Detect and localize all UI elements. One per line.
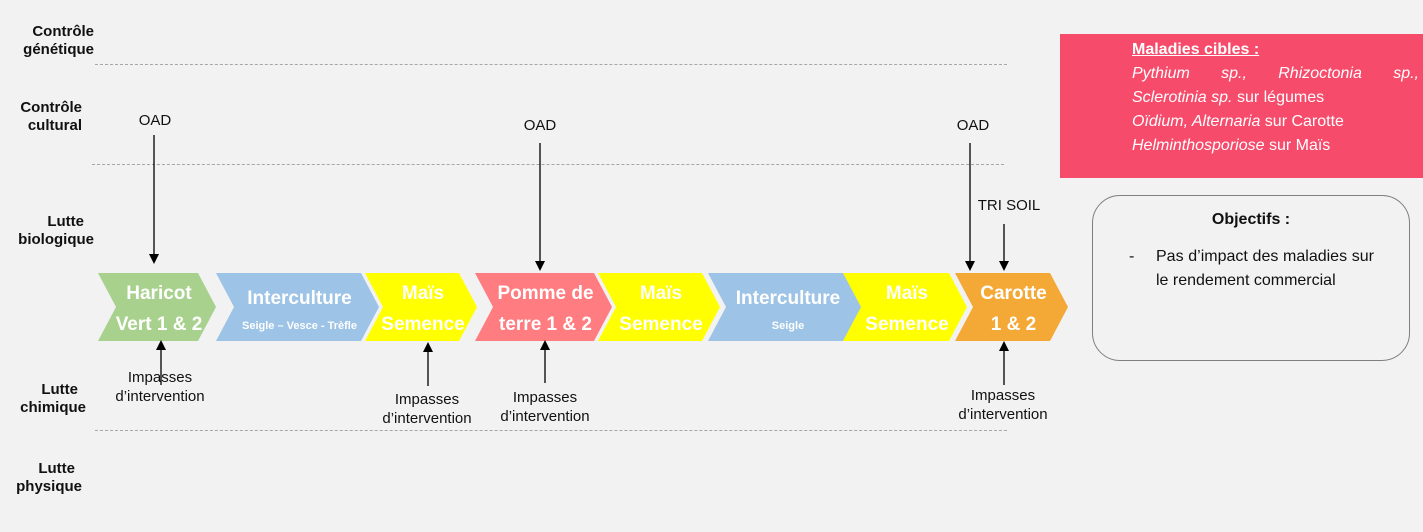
chevron-interculture-2 — [708, 273, 864, 341]
impasse-label-4: Impasses d’intervention — [943, 386, 1063, 424]
chevron-title-line2: terre 1 & 2 — [499, 314, 592, 335]
tri-soil-label: TRI SOIL — [977, 197, 1041, 214]
row-label-cultural-control: Contrôle cultural — [0, 99, 82, 135]
objectives-item: Pas d’impact des maladies sur le rendeme… — [1156, 248, 1374, 289]
impasse-line2: d’intervention — [115, 388, 205, 405]
disease-pythium: Pythium — [1132, 65, 1190, 82]
divider-chemical-physical — [95, 430, 1007, 431]
row-label-chemical-control: Lutte chimique — [0, 381, 86, 417]
impasse-line2: d’intervention — [958, 406, 1048, 423]
oad-label-3: OAD — [956, 117, 990, 134]
impasse-line1: Impasses — [394, 391, 460, 408]
chevron-title-line2: Vert 1 & 2 — [116, 314, 203, 335]
target-diseases-line-4: Helminthosporiose sur Maïs — [1132, 134, 1419, 158]
chevron-pomme-de-terre — [475, 273, 612, 341]
impasse-line1: Impasses — [512, 389, 578, 406]
chevron-subtitle: Seigle – Vesce - Trèfle — [242, 320, 357, 332]
impasse-line2: d’intervention — [500, 408, 590, 425]
row-label-line1: Lutte — [38, 460, 75, 477]
row-label-line1: Lutte — [47, 213, 84, 230]
chevron-title: Interculture — [736, 288, 841, 309]
disease-sp-1: sp., — [1221, 65, 1247, 82]
row-label-physical-control: Lutte physique — [0, 460, 82, 496]
row-label-line2: physique — [16, 478, 82, 495]
chevron-title: Haricot — [126, 283, 192, 304]
chevron-subtitle: Seigle — [772, 320, 804, 332]
row-label-line2: génétique — [23, 41, 94, 58]
disease-helminthosporiose-crop: sur Maïs — [1264, 137, 1331, 154]
chevron-mais-semence-1 — [365, 273, 477, 341]
disease-oidium-alternaria: Oïdium, Alternaria — [1132, 113, 1261, 130]
row-label-line2: chimique — [20, 399, 86, 416]
disease-sclerotinia: Sclerotinia sp. — [1132, 89, 1233, 106]
row-label-line1: Contrôle — [32, 23, 94, 40]
chevron-mais-semence-3 — [843, 273, 967, 341]
disease-rhizoctonia: Rhizoctonia — [1278, 65, 1362, 82]
row-label-genetic-control: Contrôle génétique — [0, 23, 94, 59]
chevron-title-line2: Semence — [865, 314, 948, 335]
row-label-line1: Lutte — [41, 381, 78, 398]
chevron-title: Carotte — [980, 283, 1047, 304]
chevron-title: Maïs — [640, 283, 682, 304]
disease-oidium-crop: sur Carotte — [1260, 113, 1344, 130]
row-label-line2: cultural — [27, 117, 82, 134]
chevron-haricot-vert — [98, 273, 216, 341]
target-diseases-title: Maladies cibles : — [1132, 41, 1260, 58]
row-label-line2: biologique — [18, 231, 94, 248]
impasse-line1: Impasses — [970, 387, 1036, 404]
chevron-title-line2: Semence — [619, 314, 702, 335]
target-diseases-line-2: Sclerotinia sp. sur légumes — [1132, 86, 1419, 110]
objectives-box: Objectifs : - Pas d’impact des maladies … — [1092, 195, 1410, 361]
oad-label-1: OAD — [138, 112, 172, 129]
impasse-line2: d’intervention — [382, 410, 472, 427]
chevron-title: Maïs — [886, 283, 928, 304]
objectives-bullet: - — [1129, 248, 1135, 265]
row-label-biological-control: Lutte biologique — [0, 213, 94, 249]
disease-helminthosporiose: Helminthosporiose — [1132, 137, 1265, 154]
chevron-mais-semence-2 — [598, 273, 720, 341]
impasse-label-1: Impasses d’intervention — [100, 368, 220, 406]
chevron-carotte — [955, 273, 1068, 341]
target-diseases-line-3: Oïdium, Alternaria sur Carotte — [1132, 110, 1419, 134]
objectives-title: Objectifs : — [1211, 211, 1291, 228]
target-diseases-box: Maladies cibles : Pythium sp., Rhizocton… — [1060, 34, 1423, 178]
target-diseases-line-1: Pythium sp., Rhizoctonia sp., — [1132, 62, 1419, 86]
impasse-line1: Impasses — [127, 369, 193, 386]
chevron-title-line2: 1 & 2 — [991, 314, 1036, 335]
chevron-interculture-1 — [216, 273, 379, 341]
impasse-label-3: Impasses d’intervention — [485, 388, 605, 426]
impasse-label-2: Impasses d’intervention — [367, 390, 487, 428]
disease-sclerotinia-crop: sur légumes — [1232, 89, 1325, 106]
disease-sp-2: sp., — [1393, 65, 1419, 82]
chevron-title: Pomme de — [497, 283, 593, 304]
chevron-title: Maïs — [402, 283, 444, 304]
oad-label-2: OAD — [523, 117, 557, 134]
divider-cultural-biological — [92, 164, 1004, 165]
chevron-title: Interculture — [247, 288, 352, 309]
divider-genetic-cultural — [95, 64, 1007, 65]
chevron-title-line2: Semence — [381, 314, 464, 335]
row-label-line1: Contrôle — [20, 99, 82, 116]
